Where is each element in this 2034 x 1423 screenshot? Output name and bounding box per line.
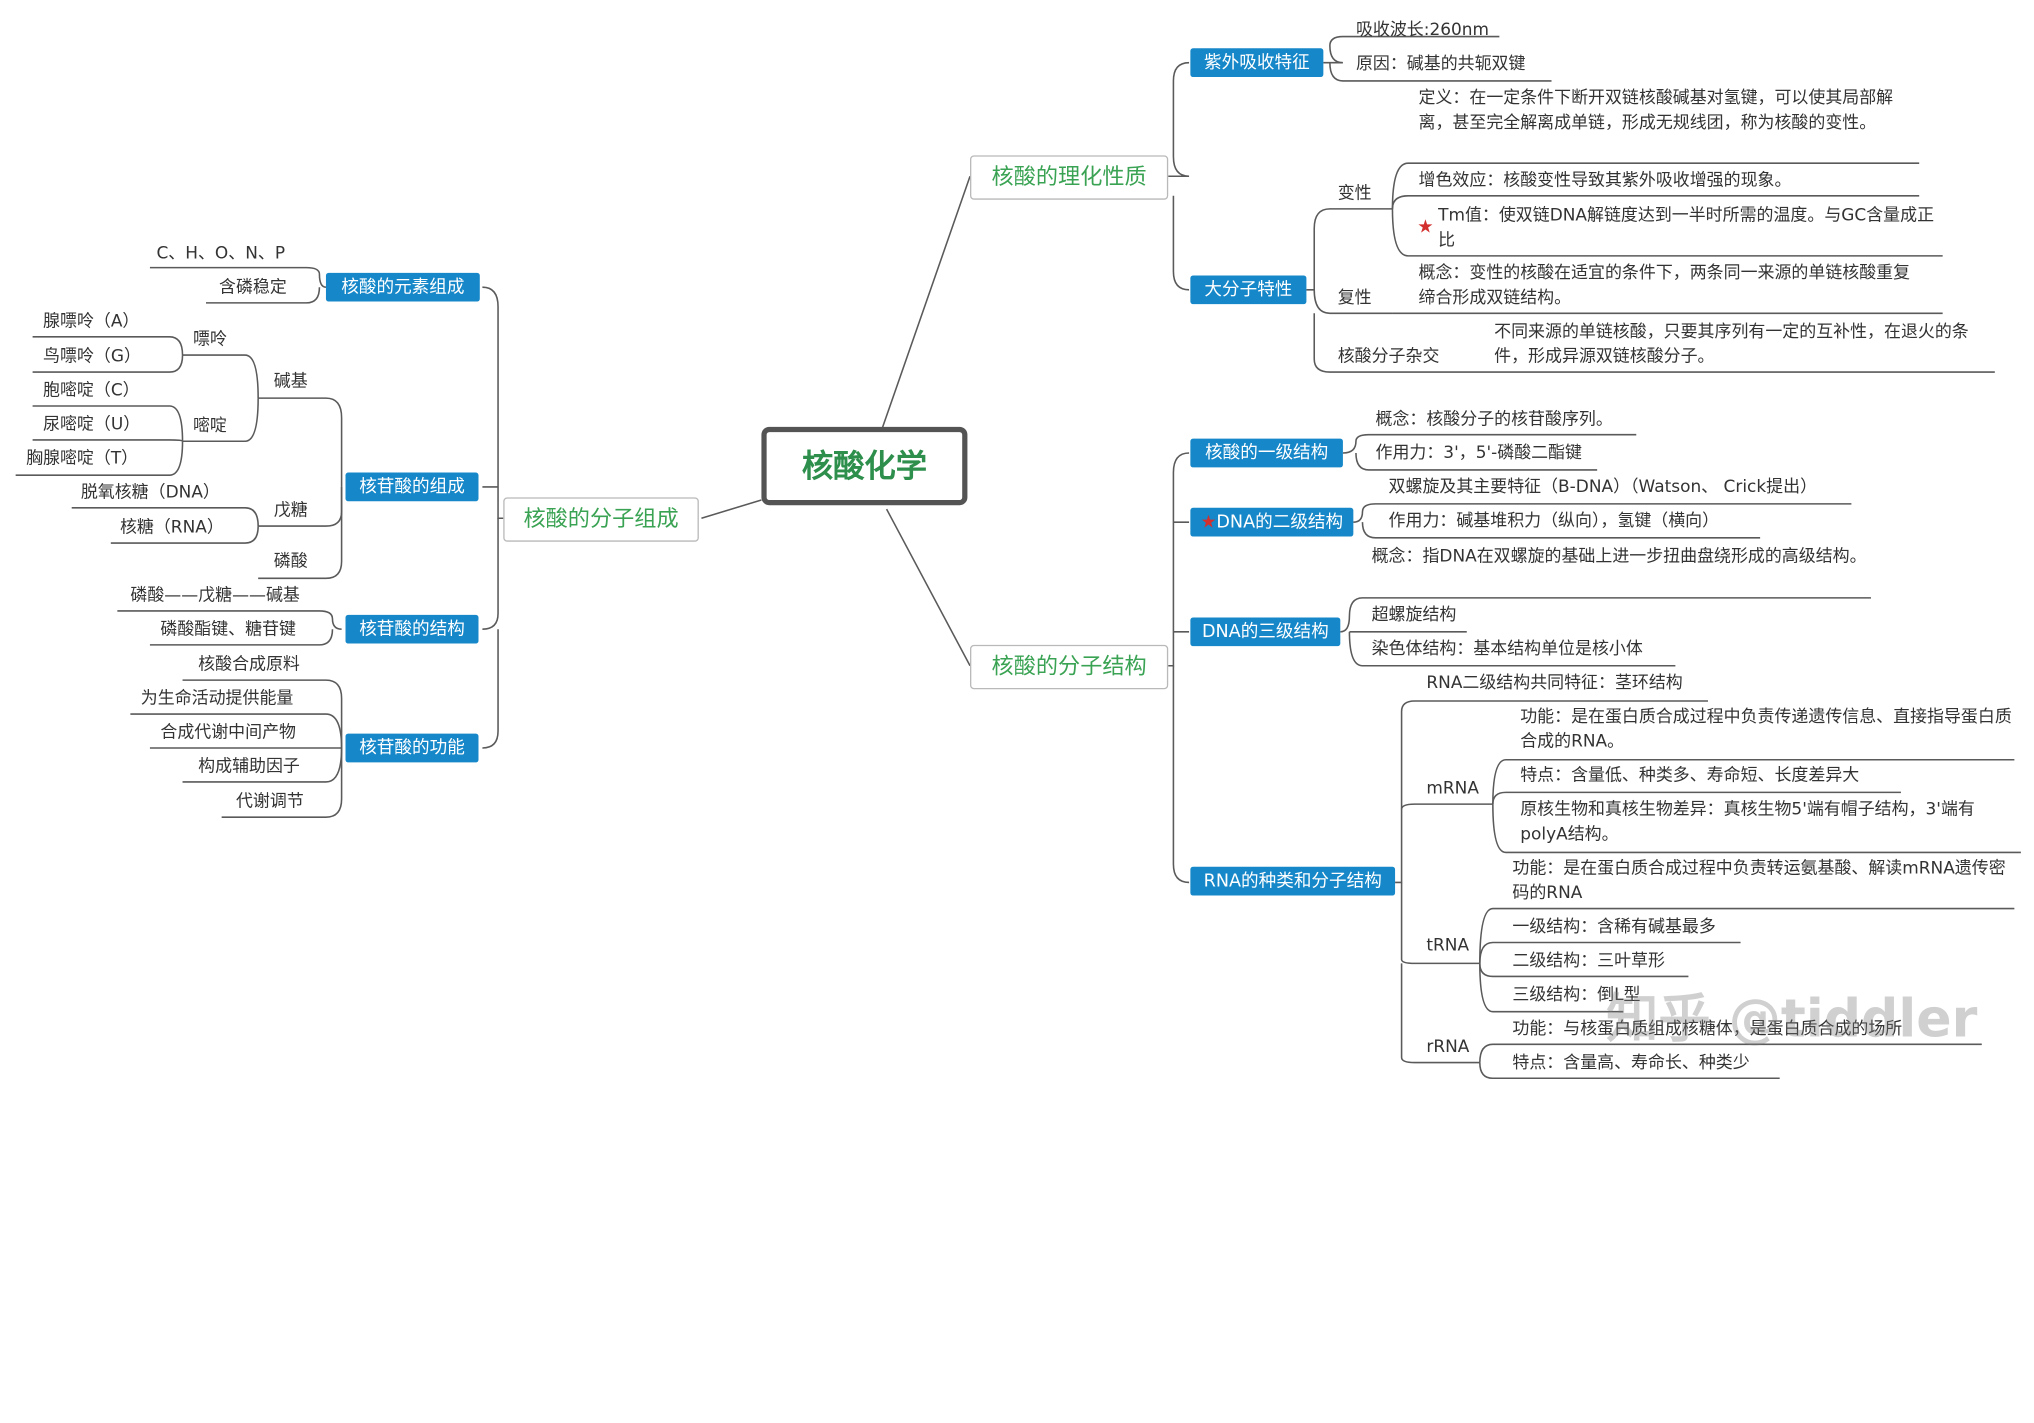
node-macromolecule[interactable]: 大分子特性 xyxy=(1190,275,1307,305)
leaf-secondary-force[interactable]: 作用力：碱基堆积力（纵向），氢键（横向） xyxy=(1388,511,1720,532)
label-denature[interactable]: 变性 xyxy=(1337,184,1372,204)
leaf-function-energy[interactable]: 为生命活动提供能量 xyxy=(140,689,294,709)
leaf-uv-reason[interactable]: 原因：碱基的共轭双键 xyxy=(1355,54,1526,75)
leaf-chromosome[interactable]: 染色体结构：基本结构单位是核小体 xyxy=(1371,639,1643,660)
leaf-mrna-function[interactable]: 功能：是在蛋白质合成过程中负责传递遗传信息、直接指导蛋白质合成的RNA。 xyxy=(1520,707,2012,752)
leaf-rna-common[interactable]: RNA二级结构共同特征：茎环结构 xyxy=(1426,673,1683,694)
leaf-primary-concept[interactable]: 概念：核酸分子的核苷酸序列。 xyxy=(1375,409,1613,430)
leaf-function-regulation[interactable]: 代谢调节 xyxy=(235,792,304,812)
leaf-uv-wavelength[interactable]: 吸收波长:260nm xyxy=(1355,20,1490,41)
leaf-cytosine[interactable]: 胞嘧啶（C） xyxy=(43,381,140,401)
leaf-deoxyribose[interactable]: 脱氧核糖（DNA） xyxy=(80,482,220,503)
branch-molecular-structure[interactable]: 核酸的分子结构 xyxy=(970,644,1169,690)
node-dna-secondary[interactable]: ★DNA的二级结构 xyxy=(1190,507,1354,537)
watermark: 知乎 @tiddler xyxy=(1606,989,1978,1050)
branch-molecular-composition[interactable]: 核酸的分子组成 xyxy=(503,497,699,542)
leaf-uracil[interactable]: 尿嘧啶（U） xyxy=(43,415,141,435)
root-node[interactable]: 核酸化学 xyxy=(761,426,968,506)
label-rrna[interactable]: rRNA xyxy=(1426,1037,1470,1058)
star-icon: ★ xyxy=(1417,216,1434,238)
leaf-trna-primary[interactable]: 一级结构：含稀有碱基最多 xyxy=(1512,917,1716,938)
star-icon: ★ xyxy=(1200,511,1217,533)
leaf-structure-bonds[interactable]: 磷酸酯键、糖苷键 xyxy=(160,620,296,640)
leaf-rrna-feature[interactable]: 特点：含量高、寿命长、种类少 xyxy=(1512,1053,1750,1074)
leaf-guanine[interactable]: 鸟嘌呤（G） xyxy=(43,347,141,367)
leaf-structure-chain[interactable]: 磷酸——戊糖——碱基 xyxy=(130,586,300,606)
leaf-tm-value[interactable]: Tm值：使双链DNA解链度达到一半时所需的温度。与GC含量成正比 xyxy=(1438,206,1935,251)
leaf-ribose[interactable]: 核糖（RNA） xyxy=(119,518,224,538)
leaf-function-raw-material[interactable]: 核酸合成原料 xyxy=(198,655,300,675)
label-pentose[interactable]: 戊糖 xyxy=(273,501,308,521)
node-dna-secondary-label: DNA的二级结构 xyxy=(1216,511,1344,533)
node-uv-absorption[interactable]: 紫外吸收特征 xyxy=(1190,48,1324,78)
node-nucleotide-composition[interactable]: 核苷酸的组成 xyxy=(345,472,479,502)
leaf-renature-concept[interactable]: 概念：变性的核酸在适宜的条件下，两条同一来源的单链核酸重复缔合形成双链结构。 xyxy=(1418,263,1911,309)
connector-lines xyxy=(15,35,2021,1080)
leaf-function-cofactor[interactable]: 构成辅助因子 xyxy=(198,757,300,777)
node-primary-structure[interactable]: 核酸的一级结构 xyxy=(1190,438,1343,468)
label-mrna[interactable]: mRNA xyxy=(1426,779,1479,799)
leaf-trna-secondary[interactable]: 二级结构：三叶草形 xyxy=(1512,951,1665,972)
node-nucleotide-function[interactable]: 核苷酸的功能 xyxy=(345,733,479,763)
leaf-double-helix[interactable]: 双螺旋及其主要特征（B-DNA）（Watson、 Crick提出） xyxy=(1388,477,1818,498)
leaf-tertiary-concept[interactable]: 概念：指DNA在双螺旋的基础上进一步扭曲盘绕形成的高级结构。 xyxy=(1371,546,1867,567)
leaf-hyperchromic-effect[interactable]: 增色效应：核酸变性导致其紫外吸收增强的现象。 xyxy=(1418,171,1792,191)
leaf-trna-tertiary[interactable]: 三级结构：倒L型 xyxy=(1512,985,1641,1006)
leaf-thymine[interactable]: 胸腺嘧啶（T） xyxy=(26,449,139,469)
label-purine[interactable]: 嘌呤 xyxy=(192,330,227,350)
leaf-mrna-difference[interactable]: 原核生物和真核生物差异：真核生物5'端有帽子结构，3'端有polyA结构。 xyxy=(1520,800,1975,845)
leaf-function-intermediate[interactable]: 合成代谢中间产物 xyxy=(160,723,296,743)
leaf-mrna-feature[interactable]: 特点：含量低、种类多、寿命短、长度差异大 xyxy=(1520,766,1860,786)
label-phosphate[interactable]: 磷酸 xyxy=(273,552,308,572)
leaf-adenine[interactable]: 腺嘌呤（A） xyxy=(43,311,140,332)
leaf-supercoil[interactable]: 超螺旋结构 xyxy=(1371,605,1457,626)
leaf-trna-function[interactable]: 功能：是在蛋白质合成过程中负责转运氨基酸、解读mRNA遗传密码的RNA xyxy=(1512,858,2006,904)
label-base[interactable]: 碱基 xyxy=(273,372,308,392)
label-pyrimidine[interactable]: 嘧啶 xyxy=(192,416,227,437)
node-rna-types[interactable]: RNA的种类和分子结构 xyxy=(1190,866,1396,896)
node-element-composition[interactable]: 核酸的元素组成 xyxy=(325,272,480,302)
leaf-rrna-function[interactable]: 功能：与核蛋白质组成核糖体，是蛋白质合成的场所 xyxy=(1512,1019,1903,1040)
branch-phys-properties[interactable]: 核酸的理化性质 xyxy=(970,155,1169,200)
leaf-phosphorus-stable[interactable]: 含磷稳定 xyxy=(219,278,287,298)
node-dna-tertiary[interactable]: DNA的三级结构 xyxy=(1190,617,1341,647)
leaf-primary-force[interactable]: 作用力：3'，5'-磷酸二酯键 xyxy=(1375,443,1583,464)
leaf-elements[interactable]: C、H、O、N、P xyxy=(156,244,286,264)
node-nucleotide-structure[interactable]: 核苷酸的结构 xyxy=(345,614,479,644)
label-trna[interactable]: tRNA xyxy=(1426,935,1470,956)
label-hybridization[interactable]: 核酸分子杂交 xyxy=(1337,347,1440,367)
leaf-hybridization[interactable]: 不同来源的单链核酸，只要其序列有一定的互补性，在退火的条件，形成异源双链核酸分子… xyxy=(1494,322,1969,367)
label-renature[interactable]: 复性 xyxy=(1337,288,1372,309)
leaf-denature-definition[interactable]: 定义：在一定条件下断开双链核酸碱基对氢键，可以使其局部解离，甚至完全解离成单链，… xyxy=(1418,88,1894,134)
